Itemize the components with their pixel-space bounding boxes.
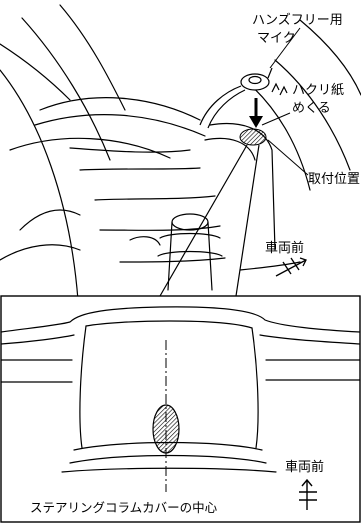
column-cover-center-label: ステアリングコラムカバーの中心 bbox=[30, 500, 218, 515]
vehicle-front-label-bottom: 車両前 bbox=[285, 459, 324, 475]
handsfree-mic-label-line1: ハンズフリー用 bbox=[252, 12, 343, 28]
peel-paper-label-line1: ハクリ紙 bbox=[292, 83, 344, 98]
detail-box: 車両前 ステアリングコラムカバーの中心 bbox=[0, 295, 361, 523]
handsfree-mic-label-line2: マイク bbox=[257, 31, 296, 46]
microphone-icon bbox=[199, 67, 273, 129]
peel-paper-icon bbox=[271, 82, 288, 96]
zoom-callout bbox=[159, 144, 260, 297]
leader-lines bbox=[261, 27, 309, 176]
arrow-down-icon bbox=[249, 98, 263, 128]
vehicle-front-label-top: 車両前 bbox=[265, 240, 304, 256]
peel-paper-label-line2: めくる bbox=[292, 101, 331, 116]
vehicle-front-arrow-icon-bottom bbox=[299, 478, 317, 510]
dashboard-scene bbox=[0, 4, 361, 301]
vehicle-front-arrow-icon bbox=[275, 257, 307, 277]
mount-spot bbox=[239, 128, 267, 146]
mount-spot-detail bbox=[152, 404, 180, 454]
mount-position-label: 取付位置 bbox=[308, 172, 360, 187]
